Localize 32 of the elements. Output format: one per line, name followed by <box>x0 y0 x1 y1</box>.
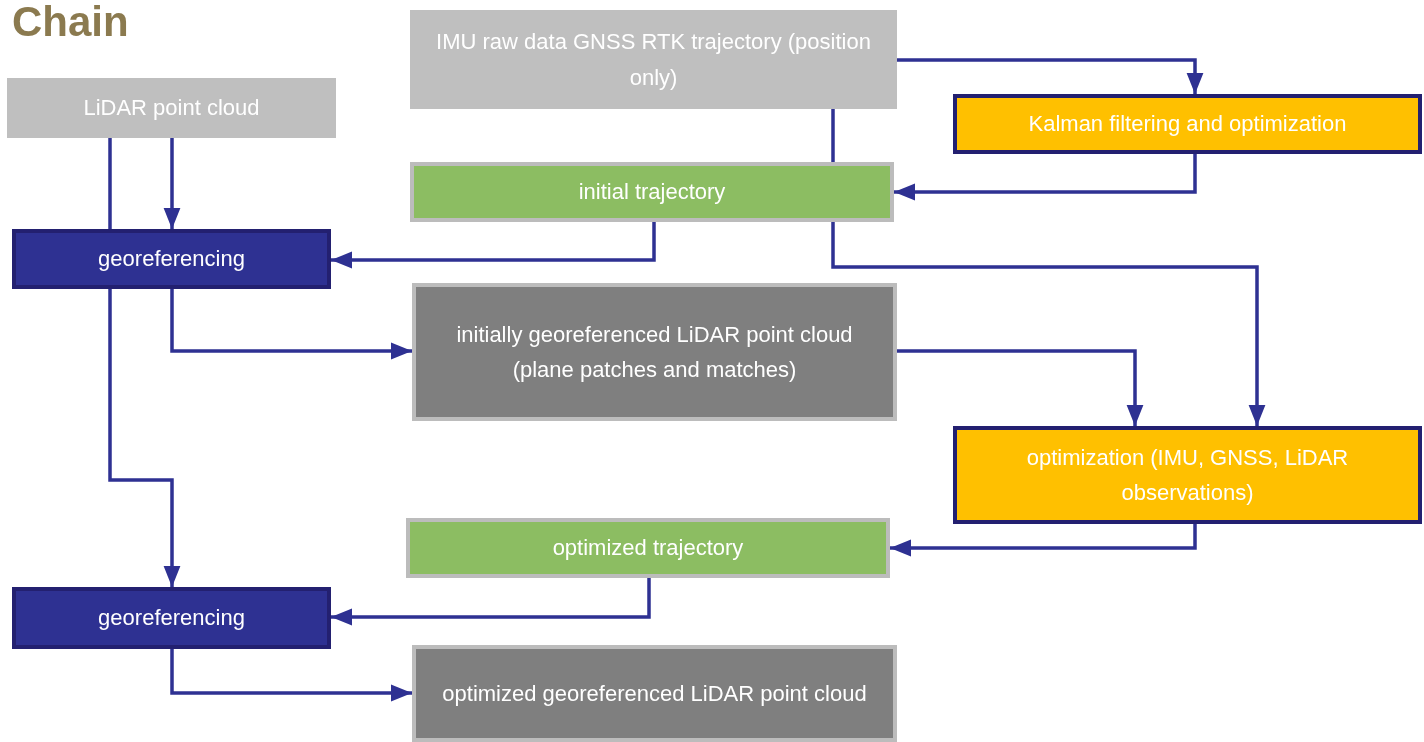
node-label: Kalman filtering and optimization <box>1027 110 1348 139</box>
node-label: georeferencing <box>97 245 246 274</box>
arrow <box>831 222 1266 426</box>
process-box <box>12 229 331 289</box>
process-box <box>953 94 1422 154</box>
title: Chain <box>12 0 129 46</box>
node-label: initially georeferenced LiDAR point cloud (plane patches and matches) <box>455 320 854 384</box>
process-box <box>953 426 1422 524</box>
arrow <box>897 349 1144 426</box>
trajectory-box <box>406 518 890 578</box>
node-label: optimized georeferenced LiDAR point cloud <box>441 679 868 708</box>
arrow <box>108 289 181 587</box>
arrow <box>163 138 181 229</box>
trajectory-box <box>410 162 894 222</box>
input-box <box>7 78 336 138</box>
node-label: georeferencing <box>97 604 246 633</box>
node-label: IMU raw data GNSS RTK trajectory (position only) <box>435 28 872 92</box>
input-box <box>410 10 897 109</box>
process-box <box>12 587 331 649</box>
output-box <box>412 645 897 742</box>
node-label: optimization (IMU, GNSS, LiDAR observations) <box>1025 443 1350 507</box>
output-box <box>412 283 897 421</box>
arrow <box>331 578 651 626</box>
arrow <box>331 222 656 269</box>
arrow <box>897 58 1204 94</box>
arrow <box>170 289 412 360</box>
arrow <box>170 649 412 702</box>
node-label: initial trajectory <box>577 178 727 207</box>
node-label: LiDAR point cloud <box>82 94 261 123</box>
arrow <box>890 524 1197 557</box>
node-label: optimized trajectory <box>551 534 745 563</box>
arrow <box>894 154 1197 201</box>
